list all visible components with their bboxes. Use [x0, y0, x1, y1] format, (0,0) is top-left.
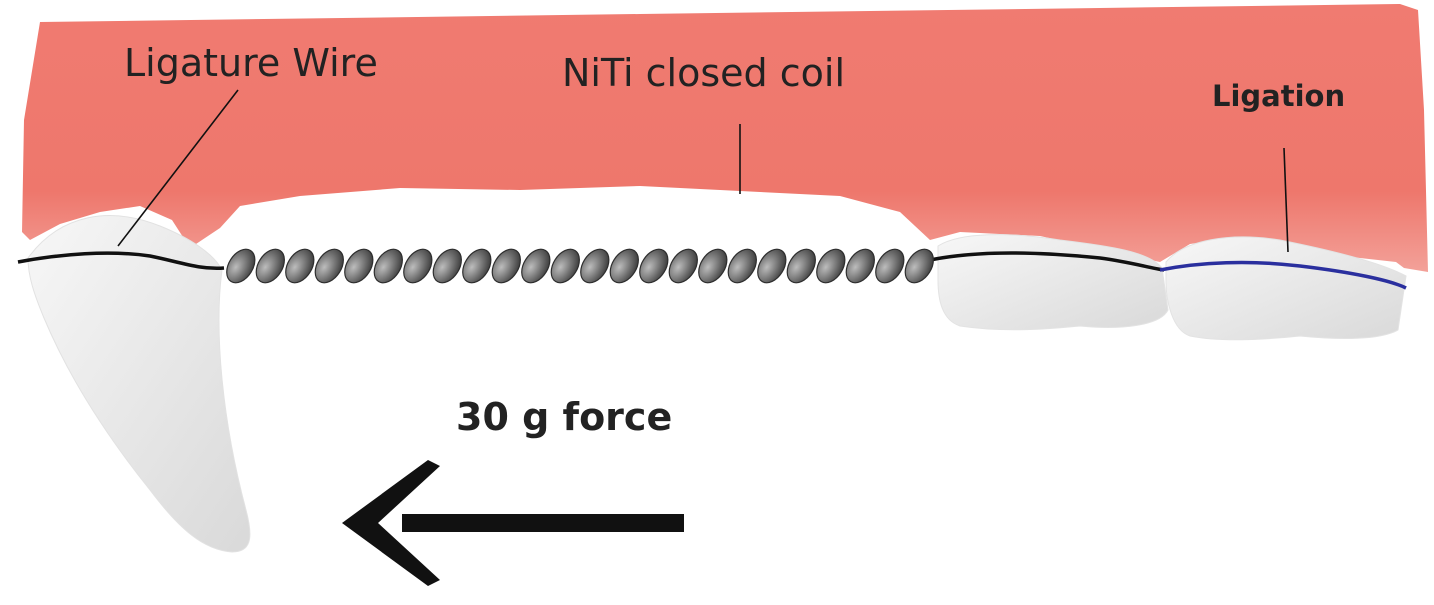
coil-turn — [462, 248, 492, 284]
coil-turn — [432, 248, 462, 284]
coil-turn — [757, 248, 787, 284]
coil-turn — [609, 248, 639, 284]
leader-ligature-wire — [117, 89, 239, 247]
coil-turn — [344, 248, 374, 284]
coil-turn — [255, 248, 285, 284]
gingiva — [22, 4, 1428, 272]
coil-turn — [373, 248, 403, 284]
coil-turn — [226, 248, 256, 284]
ligation-label: Ligation — [1212, 79, 1346, 113]
coil-turn — [639, 248, 669, 284]
coil-turn — [580, 248, 610, 284]
coil-turn — [904, 248, 934, 284]
ligature-wire-label: Ligature Wire — [124, 41, 378, 85]
archwire-left — [17, 251, 225, 271]
canine-tooth — [27, 215, 251, 553]
ligation-wire — [1159, 260, 1407, 290]
coil-turn — [845, 248, 875, 284]
coil-turn — [521, 248, 551, 284]
niti-coil-label: NiTi closed coil — [562, 51, 845, 95]
coil-turn — [491, 248, 521, 284]
force-label: 30 g force — [456, 395, 673, 439]
force-arrow — [342, 460, 684, 586]
coil-turn — [786, 248, 816, 284]
coil-turn — [727, 248, 757, 284]
coil-turn — [285, 248, 315, 284]
coil-turn — [550, 248, 580, 284]
coil-turn — [668, 248, 698, 284]
niti-closed-coil — [226, 248, 934, 284]
leader-ligation — [1283, 147, 1289, 253]
coil-turn — [816, 248, 846, 284]
archwire-right — [929, 251, 1165, 272]
coil-turn — [314, 248, 344, 284]
coil-turn — [403, 248, 433, 284]
coil-turn — [698, 248, 728, 284]
coil-turn — [875, 248, 905, 284]
